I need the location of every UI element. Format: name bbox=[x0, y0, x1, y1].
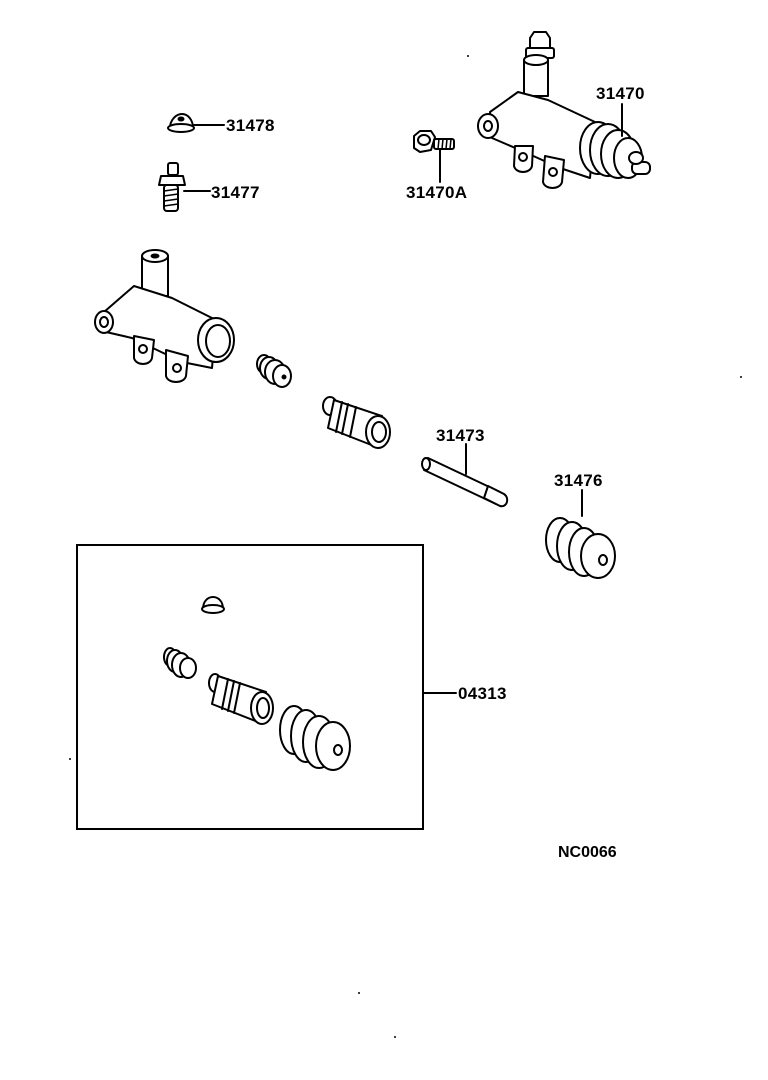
part-label-31470[interactable]: 31470 bbox=[596, 84, 645, 103]
bolt-icon bbox=[413, 130, 455, 153]
piston-icon bbox=[322, 396, 391, 449]
kit-frame bbox=[76, 544, 424, 830]
part-label-31476[interactable]: 31476 bbox=[554, 471, 603, 490]
part-label-04313[interactable]: 04313 bbox=[458, 684, 507, 703]
bleeder-cap-icon bbox=[167, 113, 195, 133]
figure-code: NC0066 bbox=[558, 844, 617, 861]
bleeder-plug-icon bbox=[158, 162, 186, 212]
scan-specks bbox=[69, 55, 742, 1038]
part-label-31473[interactable]: 31473 bbox=[436, 426, 485, 445]
cylinder-kit-icon bbox=[163, 596, 351, 771]
part-label-31470A[interactable]: 31470A bbox=[406, 183, 467, 202]
inner-boot-icon bbox=[256, 354, 292, 388]
part-label-31477[interactable]: 31477 bbox=[211, 183, 260, 202]
part-label-31478[interactable]: 31478 bbox=[226, 116, 275, 135]
cylinder-boot-icon bbox=[545, 517, 616, 579]
push-rod-icon bbox=[421, 457, 509, 508]
release-cylinder-assembly-icon bbox=[477, 31, 651, 189]
cylinder-body-icon bbox=[94, 249, 235, 383]
